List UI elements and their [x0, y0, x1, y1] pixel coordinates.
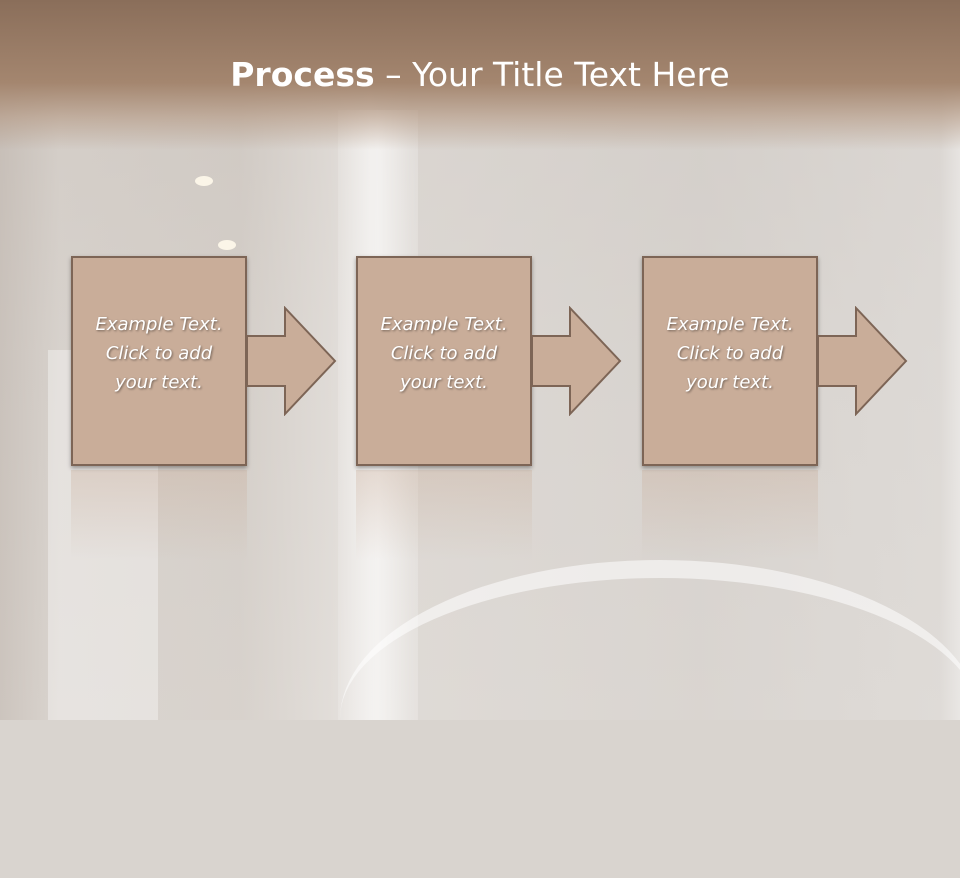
step-line: Example Text. — [666, 314, 794, 335]
step-text[interactable]: Example Text. Click to add your text. — [73, 310, 245, 397]
right-arrow-icon — [818, 306, 908, 416]
title-strong: Process — [230, 55, 375, 94]
slide-title[interactable]: Process – Your Title Text Here — [0, 52, 960, 98]
step-line: Example Text. — [380, 314, 508, 335]
title-band — [0, 0, 960, 150]
step-reflection — [71, 470, 247, 560]
process-step-1[interactable]: Example Text. Click to add your text. — [71, 256, 247, 466]
process-step-3[interactable]: Example Text. Click to add your text. — [642, 256, 818, 466]
step-line: your text. — [115, 372, 203, 393]
process-step-2[interactable]: Example Text. Click to add your text. — [356, 256, 532, 466]
step-line: Click to add — [105, 343, 213, 364]
step-reflection — [356, 470, 532, 560]
step-text[interactable]: Example Text. Click to add your text. — [358, 310, 530, 397]
step-line: Click to add — [676, 343, 784, 364]
step-line: Click to add — [390, 343, 498, 364]
ceiling-light — [195, 176, 213, 186]
ceiling-light — [218, 240, 236, 250]
title-rest: – Your Title Text Here — [374, 55, 730, 94]
right-arrow-icon — [532, 306, 622, 416]
step-line: Example Text. — [95, 314, 223, 335]
step-text[interactable]: Example Text. Click to add your text. — [644, 310, 816, 397]
step-line: your text. — [400, 372, 488, 393]
right-arrow-icon — [247, 306, 337, 416]
step-line: your text. — [686, 372, 774, 393]
background-curved-wall — [340, 560, 960, 878]
step-reflection — [642, 470, 818, 560]
